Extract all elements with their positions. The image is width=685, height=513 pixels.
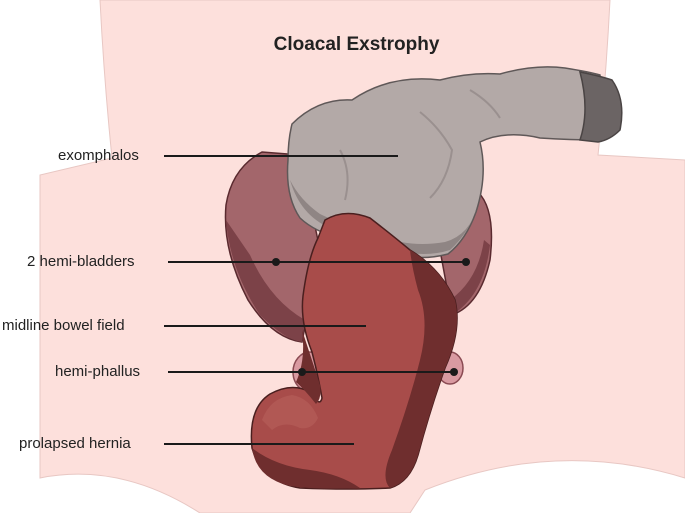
leader-lines bbox=[164, 155, 470, 445]
marker-dot-right-bladder bbox=[462, 258, 470, 266]
prolapsed-hernia bbox=[262, 395, 318, 430]
marker-dot-left-bladder bbox=[272, 258, 280, 266]
label-hemi-phallus: hemi-phallus bbox=[55, 363, 141, 380]
label-hemi-bladders: 2 hemi-bladders bbox=[27, 253, 135, 270]
marker-dot-right-phallus bbox=[450, 368, 458, 376]
label-prolapsed-hernia: prolapsed hernia bbox=[19, 435, 131, 452]
marker-dot-left-phallus bbox=[298, 368, 306, 376]
label-midline-bowel-field: midline bowel field bbox=[2, 317, 125, 334]
label-exomphalos: exomphalos bbox=[58, 147, 139, 164]
diagram-title: Cloacal Exstrophy bbox=[273, 34, 440, 55]
